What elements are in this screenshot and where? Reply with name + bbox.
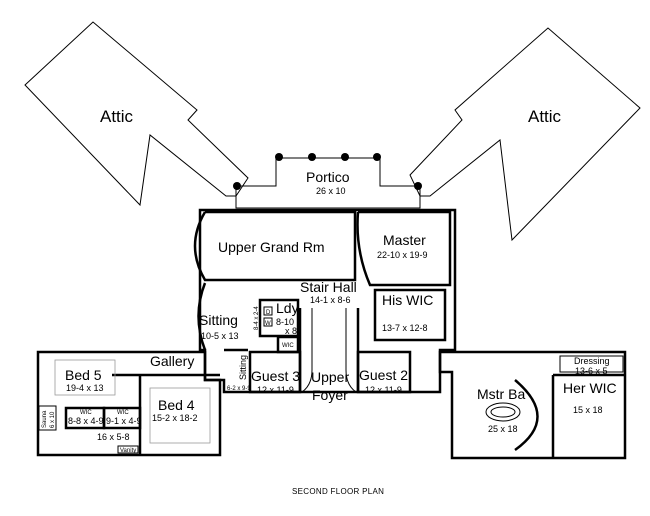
master-walls xyxy=(356,210,452,287)
wic-bed4-label: WIC xyxy=(117,410,129,416)
vanity xyxy=(117,445,139,454)
dryer-label: D xyxy=(266,310,271,316)
bed5-name: Bed 5 xyxy=(65,367,102,383)
bathtub-icon xyxy=(485,402,521,422)
bed4-size: 15-2 x 18-2 xyxy=(152,413,198,423)
vanity-label: Vanity xyxy=(120,448,136,454)
stair-hall-size: 14-1 x 8-6 xyxy=(310,295,351,305)
upper-foyer-name2: Foyer xyxy=(312,387,348,403)
guest2-walls xyxy=(356,350,412,394)
attic-right-roof xyxy=(409,27,641,242)
bed4-name: Bed 4 xyxy=(158,397,195,413)
portico-name: Portico xyxy=(306,169,350,185)
wic-bed5-size: 8-8 x 4-9 xyxy=(68,416,104,426)
his-wic-name: His WIC xyxy=(382,292,433,308)
washer-icon xyxy=(263,317,273,327)
dressing-size: 13-6 x 5 xyxy=(575,366,608,376)
gallery-name: Gallery xyxy=(150,353,194,369)
mstr-ba-name: Mstr Ba xyxy=(477,386,525,402)
sitting-small-name: Sitting xyxy=(238,355,248,380)
ldy-size: 8-10 xyxy=(276,317,294,327)
dryer-icon xyxy=(263,306,273,316)
her-wic-name: Her WIC xyxy=(563,380,617,396)
upper-foyer-name: Upper xyxy=(311,369,349,385)
ldy-size2: x 8 xyxy=(285,326,297,336)
wic-guest3-label: WIC xyxy=(282,343,294,349)
right-wing-walls xyxy=(438,350,627,460)
sitting-size: 10-5 x 13 xyxy=(201,331,239,341)
attic-left-roof xyxy=(24,21,249,207)
his-wic-walls xyxy=(373,288,447,342)
guest3-walls xyxy=(248,350,302,394)
master-name: Master xyxy=(383,232,426,248)
attic-right-label: Attic xyxy=(528,107,562,126)
wic-bed4-size: 9-1 x 4-9 xyxy=(106,416,142,426)
wic-bed5-label: WIC xyxy=(80,410,92,416)
wic-bed4-walls xyxy=(102,406,142,430)
attic-left-label: Attic xyxy=(100,107,134,126)
ldy-name: Ldy xyxy=(276,300,299,316)
portico-size: 26 x 10 xyxy=(316,186,346,196)
plan-title: SECOND FLOOR PLAN xyxy=(292,487,384,496)
sitting-walls xyxy=(197,282,207,351)
bathtub-inner xyxy=(490,406,516,418)
central-block-walls xyxy=(198,208,457,394)
upper-grand-rm-walls xyxy=(193,210,357,282)
sauna-walls xyxy=(38,405,57,431)
dressing-walls xyxy=(559,355,624,373)
dressing-name: Dressing xyxy=(574,356,610,366)
guest2-name: Guest 2 xyxy=(359,367,408,383)
bath-size: 16 x 5-8 xyxy=(97,432,130,442)
master-size: 22-10 x 19-9 xyxy=(377,250,428,260)
sauna-name: Sauna xyxy=(42,410,48,428)
sitting-name: Sitting xyxy=(199,312,238,328)
her-wic-size: 15 x 18 xyxy=(573,405,603,415)
stair-hall-name: Stair Hall xyxy=(300,279,357,295)
his-wic-size: 13-7 x 12-8 xyxy=(382,323,428,333)
guest3-name: Guest 3 xyxy=(251,368,300,384)
guest3-size: 12 x 11-9 xyxy=(257,385,294,395)
sauna-size: 6 x 10 xyxy=(50,411,56,428)
left-wing-walls xyxy=(36,350,222,457)
portico-columns xyxy=(233,153,422,190)
bed5-size: 19-4 x 13 xyxy=(66,383,104,393)
linen-size: 8-4 x 2-4 xyxy=(254,306,260,330)
sitting-small-size: 6-2 x 9-9 xyxy=(227,386,251,392)
washer-label: W xyxy=(265,321,271,327)
mstr-ba-curve xyxy=(514,379,539,452)
mstr-ba-size: 25 x 18 xyxy=(488,424,518,434)
upper-grand-rm-name: Upper Grand Rm xyxy=(218,239,325,255)
bed4-ceiling xyxy=(149,387,211,444)
guest2-size: 12 x 11-9 xyxy=(365,385,402,395)
bed5-ceiling xyxy=(54,359,116,396)
